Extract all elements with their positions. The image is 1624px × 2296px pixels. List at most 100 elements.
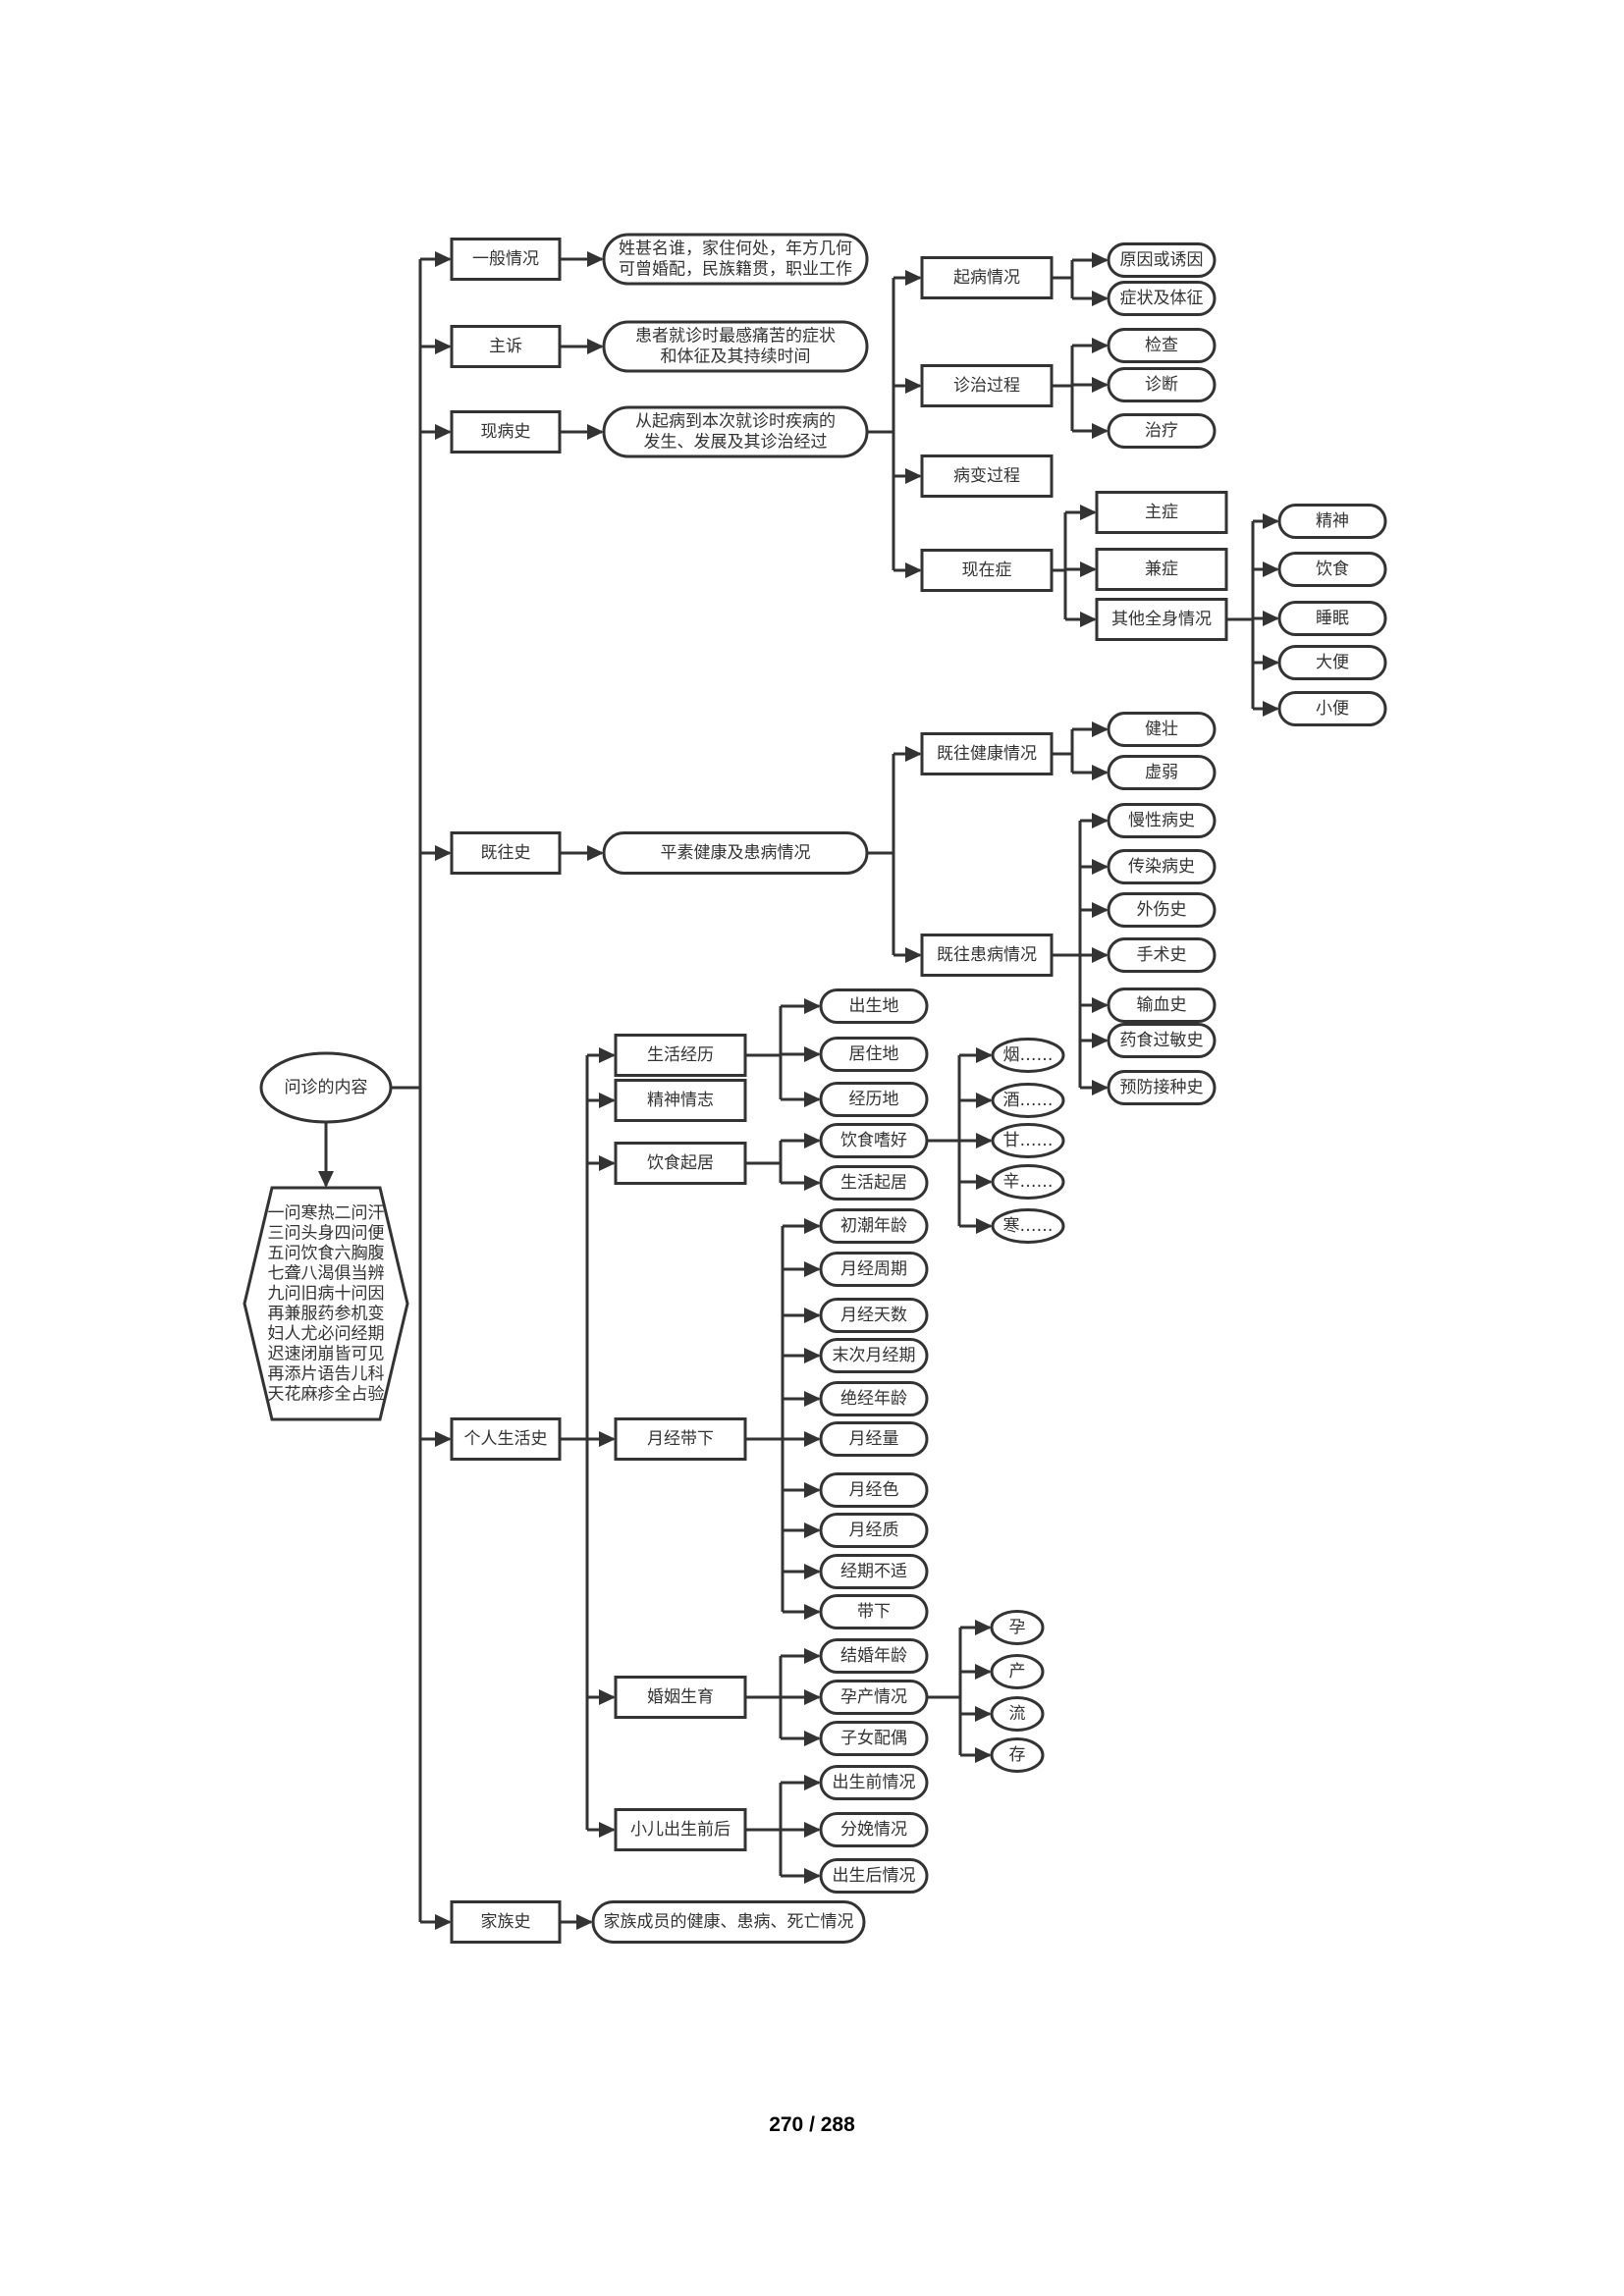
arrow-head-icon (976, 1174, 993, 1190)
node-lf0: 出生地 (819, 988, 929, 1024)
node-label: 出生前情况 (833, 1773, 916, 1792)
arrow-head-icon (804, 1604, 821, 1620)
node-label: 经历地 (849, 1090, 899, 1109)
node-shape (602, 320, 869, 373)
node-label: 可曾婚配，民族籍贯，职业工作 (619, 260, 852, 280)
node-label: 检查 (1145, 336, 1178, 355)
arrow-head-icon (905, 746, 922, 762)
arrow-head-icon (905, 468, 922, 484)
arrow-head-icon (804, 1522, 821, 1538)
arrow-head-icon (1092, 859, 1109, 875)
node-ph2: 虚弱 (1107, 755, 1217, 790)
node-onset: 起病情况 (920, 256, 1054, 299)
arrow-head-icon (1092, 1080, 1109, 1095)
node-label: 迟速闭崩皆可见 (268, 1344, 385, 1363)
node-label: 慢性病史 (1128, 810, 1195, 830)
node-shape (1107, 988, 1217, 1023)
node-label: 患者就诊时最感痛苦的症状 (635, 327, 836, 347)
node-shape (819, 988, 929, 1024)
node-label: 手术史 (1137, 945, 1187, 965)
node-shape (819, 1680, 929, 1715)
node-label: 从起病到本次就诊时疾病的 (635, 412, 836, 432)
node-label: 主症 (1145, 503, 1178, 522)
node-label: 睡眠 (1316, 609, 1349, 628)
node-label: 饮食起居 (647, 1153, 714, 1173)
arrow-head-icon (599, 1689, 616, 1705)
node-shape (991, 1208, 1065, 1244)
arrow-head-icon (599, 1155, 616, 1171)
node-label: 月经质 (849, 1521, 899, 1540)
node-label: 诊治过程 (953, 376, 1020, 396)
branch-family-history: 家族史 (450, 1900, 562, 1944)
arrow-head-icon (804, 1092, 821, 1107)
node-shape (920, 934, 1054, 977)
connector-lines (318, 251, 1279, 1930)
node-label: 家族史 (481, 1912, 531, 1932)
node-shape (602, 831, 869, 875)
node-pi2: 外伤史 (1107, 892, 1217, 928)
arrow-head-icon (975, 1706, 992, 1722)
arrow-head-icon (905, 270, 922, 286)
node-label: 主诉 (489, 337, 522, 356)
node-label: 既往史 (481, 843, 531, 863)
arrow-head-icon (599, 1047, 616, 1063)
desc-past-history: 平素健康及患病情况 (602, 831, 869, 875)
node-shape (614, 1142, 747, 1185)
arrow-head-icon (975, 1747, 992, 1763)
branch-past-history: 既往史 (450, 831, 562, 875)
arrow-head-icon (435, 845, 452, 861)
arrow-head-icon (804, 1564, 821, 1579)
node-tr3: 治疗 (1107, 413, 1217, 449)
arrow-head-icon (975, 1664, 992, 1680)
node-shape (1107, 755, 1217, 790)
node-other-conditions: 其他全身情况 (1095, 598, 1228, 641)
node-label: 和体征及其持续时间 (661, 347, 811, 367)
node-past-illness: 既往患病情况 (920, 934, 1054, 977)
node-pi1: 传染病史 (1107, 849, 1217, 884)
node-shape (1095, 548, 1228, 591)
node-shape (1107, 1070, 1217, 1105)
node-label: 诊断 (1145, 375, 1178, 395)
node-shape (920, 364, 1054, 407)
node-shape (819, 1123, 929, 1158)
node-label: 三问头身四问便 (268, 1223, 385, 1243)
arrow-head-icon (804, 1431, 821, 1447)
node-label: 月经周期 (840, 1259, 907, 1279)
arrow-head-icon (804, 1868, 821, 1884)
node-shape (991, 1123, 1065, 1158)
branch-chief-complaint: 主诉 (450, 325, 562, 368)
node-label: 输血史 (1137, 995, 1187, 1015)
node-shape (614, 1676, 747, 1719)
arrow-head-icon (435, 424, 452, 440)
node-label: 结婚年龄 (840, 1646, 907, 1666)
node-label: 传染病史 (1128, 857, 1195, 877)
node-label: 末次月经期 (833, 1346, 916, 1365)
node-shape (450, 325, 562, 368)
node-menstruation: 月经带下 (614, 1417, 747, 1461)
node-shape (450, 238, 562, 281)
node-shape (1107, 367, 1217, 402)
node-children-spouse: 子女配偶 (819, 1721, 929, 1756)
node-accompanying-symptom: 兼症 (1095, 548, 1228, 591)
node-mental-state: 精神情志 (614, 1079, 747, 1122)
node-pg1: 产 (990, 1654, 1045, 1689)
node-label: 家族成员的健康、患病、死亡情况 (604, 1912, 854, 1932)
node-oth2: 睡眠 (1277, 601, 1387, 636)
node-label: 月经天数 (840, 1306, 907, 1325)
arrow-head-icon (435, 251, 452, 267)
node-label: 九问旧病十问因 (268, 1284, 385, 1304)
arrow-head-icon (804, 1775, 821, 1790)
node-label: 五问饮食六胸腹 (268, 1244, 385, 1263)
node-label: 绝经年龄 (840, 1389, 907, 1409)
node-shape (591, 1900, 866, 1944)
node-label: 产 (1009, 1662, 1026, 1682)
arrow-head-icon (804, 1689, 821, 1705)
node-label: 小便 (1316, 699, 1349, 719)
mnemonic-node: 一问寒热二问汗三问头身四问便五问饮食六胸腹七聋八渴俱当辨九问旧病十问因再兼服药参… (243, 1186, 409, 1421)
node-inf1: 分娩情况 (819, 1812, 929, 1847)
node-shape (1107, 892, 1217, 928)
branch-personal-history: 个人生活史 (450, 1417, 562, 1461)
node-label: 药食过敏史 (1120, 1031, 1204, 1050)
node-shape (990, 1696, 1045, 1732)
